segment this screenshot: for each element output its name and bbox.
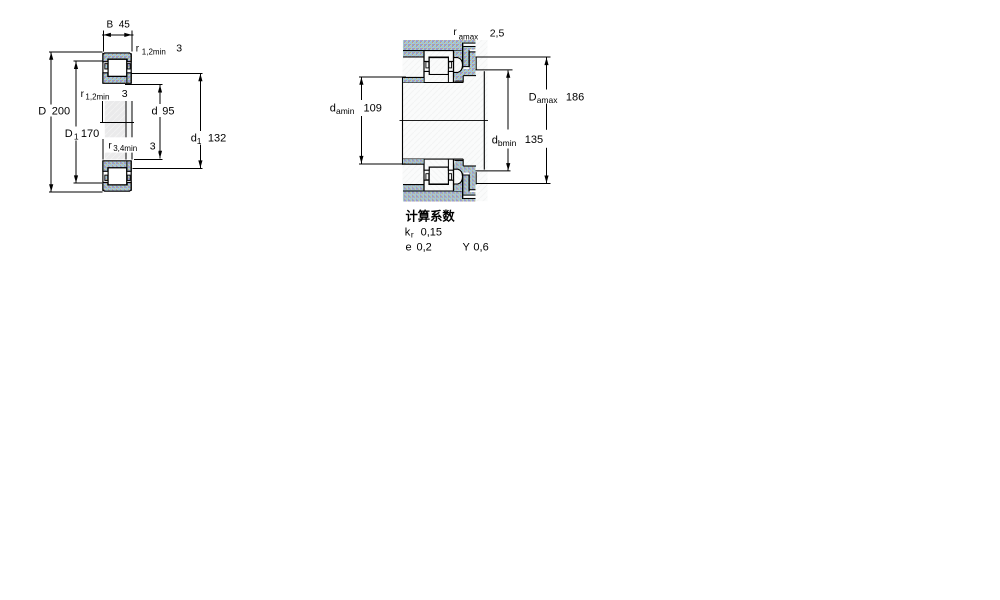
svg-text:r: r [81, 89, 85, 100]
svg-text:r: r [108, 140, 112, 151]
svg-text:D: D [38, 106, 46, 118]
svg-text:3: 3 [176, 42, 182, 54]
svg-text:amin: amin [336, 106, 355, 116]
svg-text:95: 95 [162, 105, 174, 117]
svg-text:d: d [492, 135, 498, 147]
svg-text:45: 45 [119, 20, 131, 31]
svg-text:d: d [330, 103, 336, 115]
svg-text:3: 3 [122, 88, 128, 100]
svg-text:计算系数: 计算系数 [406, 209, 456, 224]
svg-text:170: 170 [81, 128, 99, 140]
svg-text:Y: Y [463, 241, 471, 253]
svg-text:1,2min: 1,2min [142, 48, 166, 57]
svg-text:0,2: 0,2 [417, 241, 432, 253]
svg-text:1: 1 [74, 131, 79, 141]
svg-text:132: 132 [208, 132, 226, 144]
svg-text:r: r [411, 230, 414, 240]
svg-text:r: r [136, 43, 140, 54]
svg-text:amax: amax [459, 33, 479, 42]
svg-text:3: 3 [150, 140, 156, 152]
svg-text:r: r [453, 27, 457, 38]
svg-text:k: k [405, 226, 411, 238]
svg-text:0,6: 0,6 [473, 241, 488, 253]
svg-text:0,15: 0,15 [421, 226, 442, 238]
svg-text:109: 109 [364, 103, 382, 115]
svg-text:amax: amax [537, 95, 559, 105]
svg-text:3,4min: 3,4min [113, 144, 137, 153]
svg-text:1: 1 [197, 136, 202, 146]
svg-text:186: 186 [566, 91, 584, 103]
svg-text:B: B [107, 20, 114, 31]
svg-text:1,2min: 1,2min [85, 92, 109, 101]
svg-text:2,5: 2,5 [490, 27, 505, 39]
svg-text:d: d [191, 132, 197, 144]
svg-text:D: D [529, 92, 537, 104]
svg-text:e: e [406, 241, 412, 253]
svg-text:d: d [152, 105, 158, 117]
svg-text:D: D [65, 128, 73, 140]
svg-text:200: 200 [52, 106, 70, 118]
svg-text:bmin: bmin [498, 138, 517, 148]
svg-text:135: 135 [525, 134, 543, 146]
